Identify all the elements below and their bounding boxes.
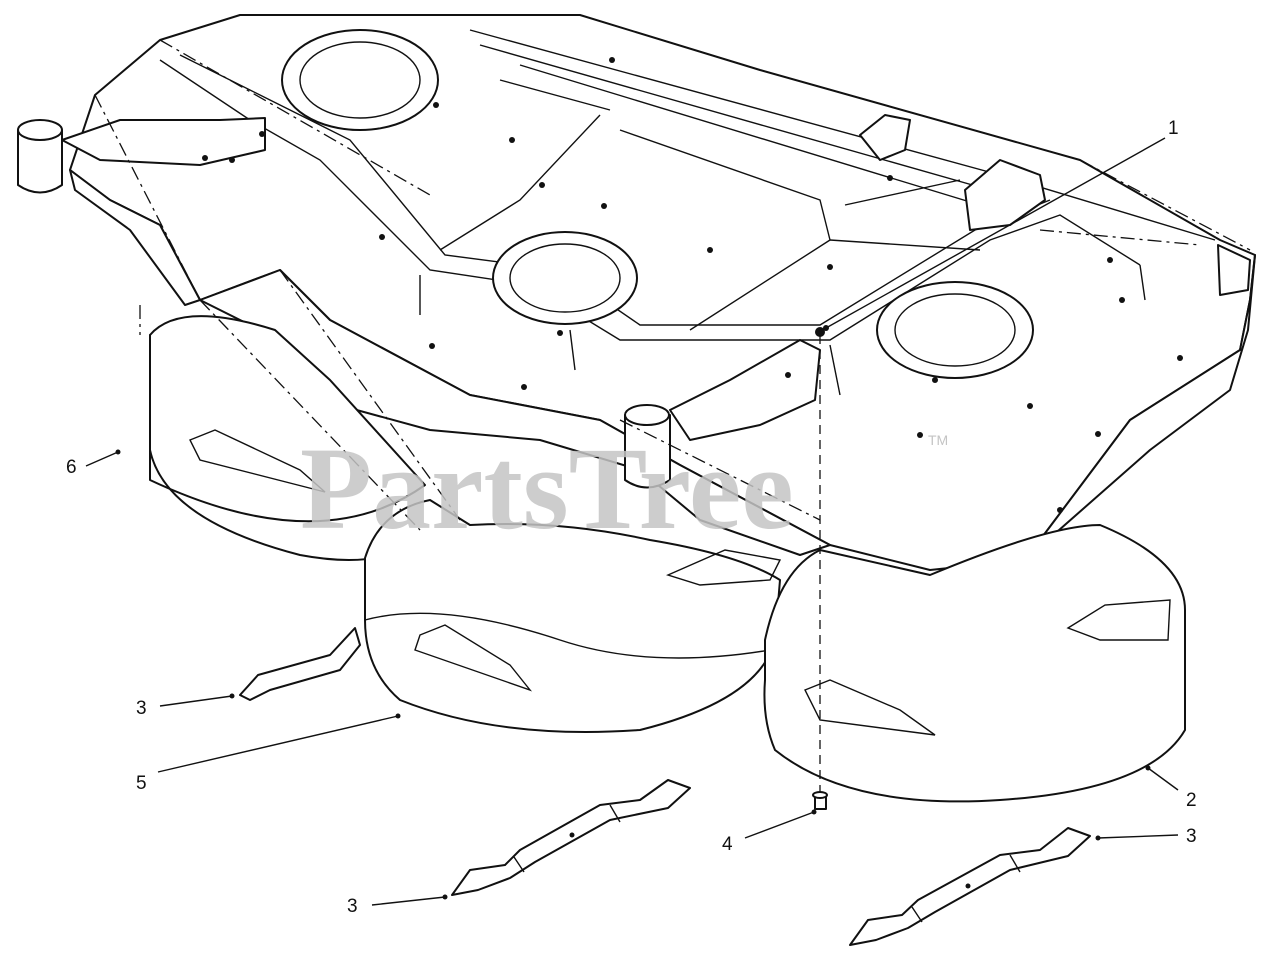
callout-1: 1 [1168,118,1179,139]
callout-3-center: 3 [347,896,358,917]
blade-center [451,779,691,896]
callout-2: 2 [1186,790,1197,811]
callout-3-left: 3 [136,698,147,719]
callout-3-right: 3 [1186,826,1197,847]
callout-leaders [85,137,1179,906]
blade-left [239,627,361,701]
callout-5: 5 [136,773,147,794]
bolt-item-4 [812,335,828,810]
callout-6: 6 [66,457,77,478]
watermark-text: PartsTree [300,423,794,554]
baffle-right [666,524,1186,803]
callout-4: 4 [722,834,733,855]
watermark-tm: TM [928,432,948,448]
construction-lines [94,39,1251,531]
blade-right [849,827,1091,946]
watermark: PartsTree TM [300,423,948,554]
callout-labels: 1 2 3 3 3 4 5 6 [66,118,1197,917]
